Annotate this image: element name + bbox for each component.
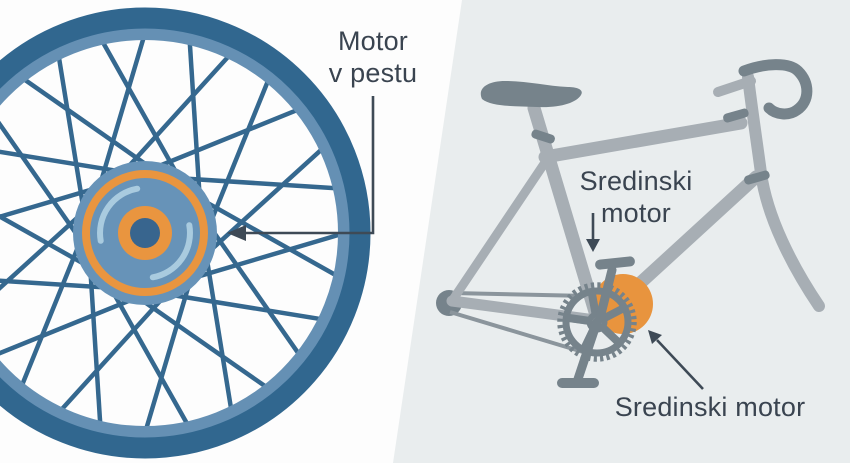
hub-highlight-arc-lower bbox=[149, 222, 193, 281]
chainring-rim bbox=[562, 287, 632, 357]
mid-motor-diagonal-arrowhead-icon bbox=[648, 330, 662, 344]
pedal-upper bbox=[595, 256, 635, 270]
saddle bbox=[480, 81, 582, 108]
seat-stay bbox=[447, 153, 553, 306]
mid-motor-arrow-down bbox=[586, 213, 600, 252]
hub-highlight-arc-upper bbox=[97, 185, 141, 244]
hub-motor-label: Motor v pestu bbox=[328, 26, 418, 88]
hub-motor-wheel bbox=[0, 7, 371, 459]
bicycle-illustration bbox=[436, 59, 825, 388]
hub-motor bbox=[73, 161, 217, 305]
mid-motor-label-top: Sredinski motor bbox=[579, 166, 693, 228]
mid-motor-arrow-diagonal bbox=[648, 330, 704, 390]
chain-top bbox=[451, 291, 589, 298]
mid-motor-down-arrowhead-icon bbox=[586, 239, 600, 252]
hub-axle bbox=[130, 218, 160, 248]
mid-motor-label-bottom: Sredinski motor bbox=[614, 392, 806, 422]
hub-orange-ring bbox=[82, 170, 208, 296]
head-tube-clamp-upper bbox=[723, 108, 749, 123]
annotation-arrows bbox=[227, 96, 704, 390]
stem bbox=[713, 76, 756, 97]
crank-arm-upper bbox=[595, 265, 617, 323]
chain-bottom bbox=[449, 310, 584, 354]
head-tube-clamp-lower bbox=[744, 170, 770, 185]
top-tube bbox=[538, 116, 748, 164]
chainring-teeth bbox=[557, 282, 637, 362]
hub-motor-arrow bbox=[227, 96, 375, 241]
seat-post-clamp bbox=[531, 129, 555, 144]
drop-handlebar bbox=[738, 59, 813, 120]
crank-arm-lower bbox=[573, 317, 602, 384]
hub-motor-arrowhead-icon bbox=[227, 225, 246, 241]
pedal-lower bbox=[557, 378, 599, 388]
